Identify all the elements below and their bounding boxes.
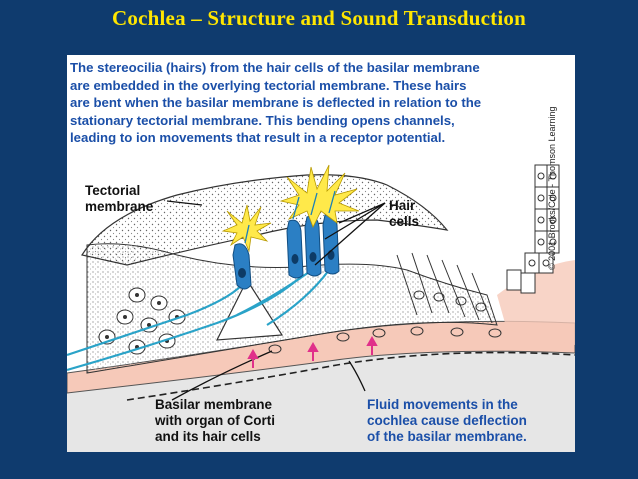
intro-line: stationary tectorial membrane. This bend…	[70, 112, 455, 128]
tectorial-label-line: membrane	[85, 199, 154, 214]
hair-cells-label-line: Hair	[389, 198, 416, 213]
basilar-label-line: Basilar membrane	[155, 397, 273, 412]
tectorial-membrane-label: Tectorial membrane	[85, 183, 153, 215]
intro-line: are embedded in the overlying tectorial …	[70, 77, 467, 93]
stereocilia-burst-inner	[221, 204, 272, 253]
intro-line: leading to ion movements that result in …	[70, 130, 446, 146]
basilar-label-line: with organ of Corti	[155, 413, 275, 428]
intro-line: The stereocilia (hairs) from the hair ce…	[70, 60, 480, 75]
hair-cells-label: Hair cells	[389, 198, 419, 230]
inner-hair-cell	[232, 243, 252, 290]
organ-of-corti-illustration	[67, 164, 575, 452]
band-cells	[268, 326, 502, 354]
fluid-label-line: of the basilar membrane.	[367, 429, 527, 444]
right-epithelium-nuclei	[528, 172, 557, 267]
stereocilia-strands	[244, 190, 336, 244]
supporting-cells	[396, 252, 493, 324]
tectorial-label-line: Tectorial	[85, 183, 141, 198]
leader-lines	[166, 200, 386, 401]
lower-fluid-region	[67, 340, 575, 452]
intro-text: The stereocilia (hairs) from the hair ce…	[70, 59, 575, 147]
stereocilia-burst-outer	[279, 164, 360, 228]
slide-title: Cochlea – Structure and Sound Transducti…	[112, 6, 526, 30]
basilar-label-line: and its hair cells	[155, 429, 261, 444]
right-epithelium	[506, 164, 560, 294]
outer-hair-cell-nuclei	[291, 250, 335, 264]
intro-line: are bent when the basilar membrane is de…	[70, 95, 482, 111]
nerve-fibers	[67, 269, 330, 372]
dashed-membrane	[126, 351, 575, 401]
outer-hair-cells	[286, 213, 340, 279]
fluid-label-line: Fluid movements in the	[367, 397, 518, 412]
copyright-notice: © 2001 Brooks/Cole - Thomson Learning	[547, 106, 557, 270]
hair-cells-label-line: cells	[389, 214, 420, 229]
fluid-arrows	[247, 335, 378, 368]
fluid-movements-label: Fluid movements in the cochlea cause def…	[367, 397, 527, 445]
basilar-membrane-label: Basilar membrane with organ of Corti and…	[155, 397, 275, 445]
fluid-label-line: cochlea cause deflection	[367, 413, 527, 428]
right-wall-tissue	[497, 260, 575, 345]
diagram-panel: The stereocilia (hairs) from the hair ce…	[67, 55, 575, 452]
